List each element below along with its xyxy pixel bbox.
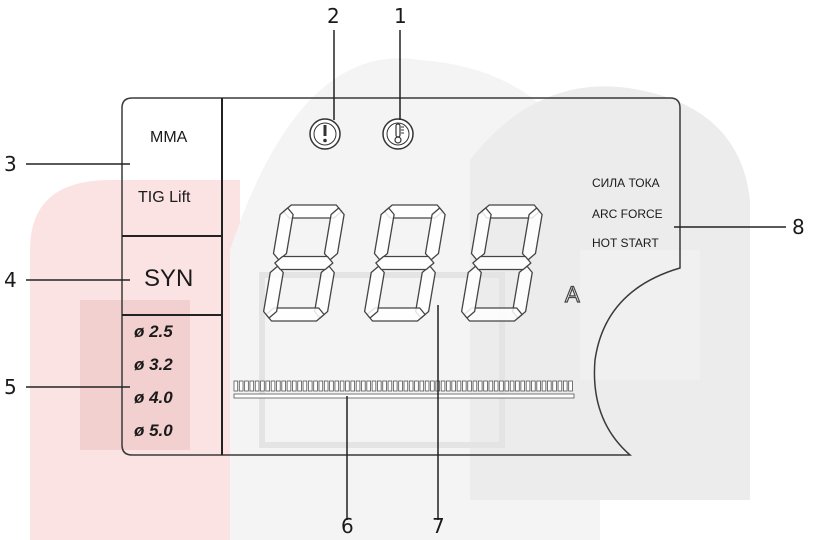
- bar-graph-segment: [504, 380, 510, 392]
- electrode-diameter-2-5: ø 2.5: [134, 322, 173, 341]
- bar-graph-segment: [472, 380, 478, 392]
- function-label-hot-start: HOT START: [592, 236, 659, 250]
- digit-2-segment-e: [363, 265, 385, 319]
- digit-2-segment-g: [375, 255, 435, 271]
- bar-graph-segment: [334, 380, 340, 392]
- mode-label-tig-lift: TIG Lift: [138, 189, 191, 206]
- bar-graph-segment: [451, 380, 456, 392]
- callout-1: 1: [394, 4, 407, 28]
- bar-graph-segment: [286, 380, 292, 392]
- bar-graph-segment: [408, 380, 414, 392]
- bar-graph-segment: [371, 380, 377, 392]
- bar-graph-segment: [297, 380, 302, 392]
- bar-graph-indicator: [233, 380, 575, 399]
- callout-2: 2: [327, 4, 340, 28]
- bar-graph-segment: [244, 380, 249, 392]
- mode-label-mma: MMA: [150, 129, 188, 146]
- digit-1-segment-e: [262, 265, 284, 319]
- bar-graph-segment: [392, 380, 398, 392]
- bar-graph-segment: [467, 380, 472, 392]
- bar-graph-segment: [557, 380, 563, 392]
- bar-graph-segment: [318, 380, 324, 392]
- bar-graph-segment: [260, 380, 265, 392]
- electrode-diameter-4-0: ø 4.0: [134, 388, 173, 407]
- bar-graph-segment: [233, 380, 239, 392]
- bar-graph-segment: [568, 380, 573, 392]
- bar-graph-segment: [403, 380, 409, 392]
- bar-graph-segment: [419, 380, 425, 392]
- bar-graph-segment: [238, 380, 244, 392]
- bar-graph-segment: [515, 380, 520, 392]
- bar-graph-segment: [302, 380, 308, 392]
- bar-graph-segment: [366, 380, 371, 392]
- seven-segment-display: [262, 204, 543, 322]
- bar-graph-baseline: [233, 393, 575, 399]
- callout-lines: [26, 30, 786, 520]
- bar-graph-segment: [446, 380, 451, 392]
- bar-graph-segment: [254, 380, 260, 392]
- bar-graph-segment: [355, 380, 361, 392]
- function-label-current: СИЛА ТОКА: [592, 176, 660, 190]
- bar-graph-segment: [345, 380, 350, 392]
- bar-graph-segment: [536, 380, 541, 392]
- bar-graph-segment: [520, 380, 525, 392]
- bar-graph-segment: [329, 380, 334, 392]
- callout-5: 5: [4, 375, 17, 399]
- callout-6: 6: [341, 514, 354, 538]
- bar-graph-segment: [493, 380, 499, 392]
- warning-exclamation-icon: [309, 118, 341, 150]
- callout-4: 4: [4, 268, 17, 292]
- unit-amps-label: A: [564, 281, 580, 307]
- bar-graph-segment: [488, 380, 494, 392]
- bar-graph-segment: [462, 380, 467, 392]
- bar-graph-segment: [323, 380, 329, 392]
- bar-graph-segment: [398, 380, 403, 392]
- electrode-diameter-3-2: ø 3.2: [134, 355, 173, 374]
- bar-graph-segment: [350, 380, 355, 392]
- bar-graph-segment: [382, 380, 387, 392]
- digit-1-segment-g: [274, 255, 334, 271]
- bar-graph-segment: [276, 380, 281, 392]
- digit-3-segment-e: [460, 265, 482, 319]
- bar-graph-segment: [562, 380, 568, 392]
- mode-label-syn: SYN: [144, 265, 194, 292]
- bar-graph-segment: [541, 380, 547, 392]
- thermometer-overheat-icon: [382, 118, 414, 150]
- electrode-diameter-5-0: ø 5.0: [134, 421, 173, 440]
- bar-graph-segment: [265, 380, 270, 392]
- bar-graph-segment: [270, 380, 276, 392]
- digit-3-segment-g: [472, 255, 532, 271]
- callout-8: 8: [792, 215, 805, 239]
- callout-3: 3: [4, 152, 17, 176]
- bar-graph-segment: [552, 380, 557, 392]
- bar-graph-segment: [456, 380, 462, 392]
- bar-graph-segment: [281, 380, 286, 392]
- bar-graph-segment: [477, 380, 483, 392]
- bar-graph-segment: [483, 380, 488, 392]
- bar-graph-segment: [414, 380, 419, 392]
- function-label-arc-force: ARC FORCE: [592, 207, 663, 221]
- bar-graph-segment: [525, 380, 531, 392]
- bar-graph-segment: [440, 380, 446, 392]
- bar-graph-segment: [249, 380, 255, 392]
- bar-graph-segment: [361, 380, 366, 392]
- background-watermark: [30, 58, 750, 540]
- bar-graph-segment: [531, 380, 536, 392]
- bar-graph-segment: [509, 380, 515, 392]
- bar-graph-segment: [339, 380, 345, 392]
- bar-graph-segment: [307, 380, 313, 392]
- bar-graph-segment: [430, 380, 435, 392]
- bar-graph-segment: [499, 380, 504, 392]
- bar-graph-segment: [424, 380, 430, 392]
- bar-graph-segment: [377, 380, 382, 392]
- bar-graph-segment: [292, 380, 297, 392]
- bar-graph-segment: [313, 380, 318, 392]
- bar-graph-segment: [387, 380, 393, 392]
- bar-graph-segment: [547, 380, 552, 392]
- callout-7: 7: [432, 514, 445, 538]
